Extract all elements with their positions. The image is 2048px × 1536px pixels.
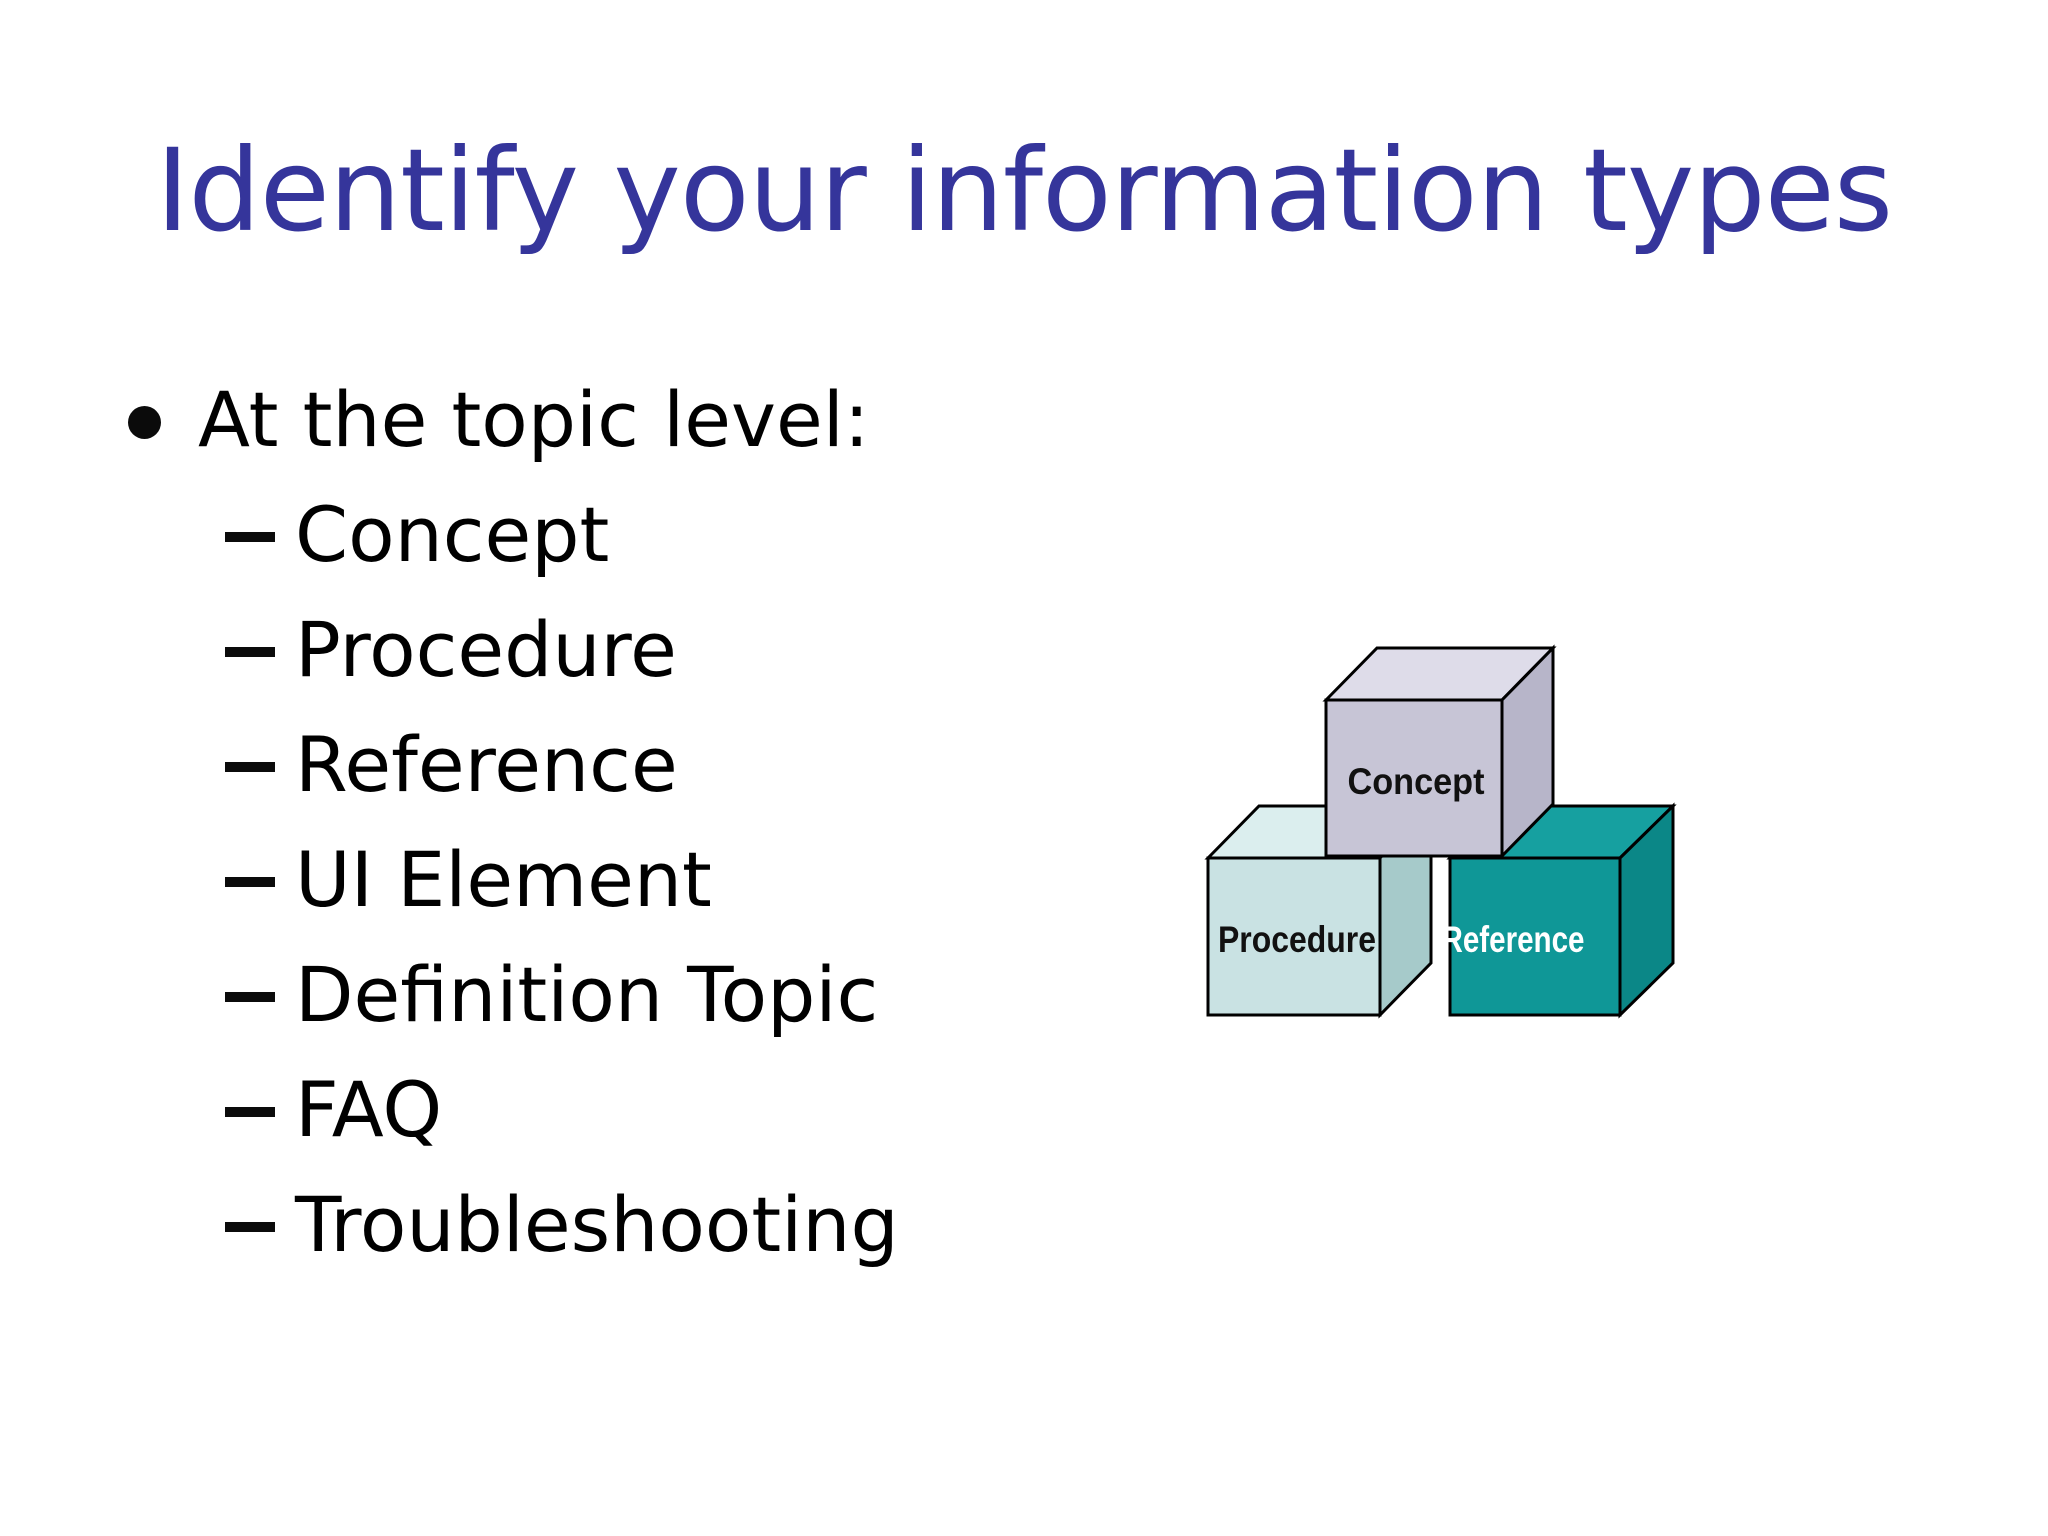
dash-icon: [225, 1222, 275, 1232]
dash-icon: [225, 762, 275, 772]
list-item-text: UI Element: [295, 835, 712, 924]
bullet-list: At the topic level: Concept Procedure Re…: [0, 362, 2048, 1282]
list-item-text: FAQ: [295, 1065, 443, 1154]
list-item: Reference: [0, 707, 2048, 822]
bullet-lead-line: At the topic level:: [0, 362, 2048, 477]
slide-title: Identify your information types: [155, 124, 1893, 257]
procedure-cube: Procedure: [1204, 802, 1435, 1019]
list-item-text: Procedure: [295, 605, 677, 694]
list-item-text: Definition Topic: [295, 950, 879, 1039]
list-item: Procedure: [0, 592, 2048, 707]
procedure-cube-front-face: [1206, 856, 1382, 1017]
list-item: FAQ: [0, 1052, 2048, 1167]
dash-icon: [225, 992, 275, 1002]
list-item-text: Reference: [295, 720, 678, 809]
concept-cube-label: Concept: [1348, 761, 1485, 802]
dash-icon: [225, 877, 275, 887]
reference-cube-front-face: [1448, 856, 1622, 1017]
list-item: Concept: [0, 477, 2048, 592]
bullet-dot-icon: [128, 406, 161, 439]
list-item-text: Troubleshooting: [295, 1180, 899, 1269]
dash-icon: [225, 647, 275, 657]
concept-cube-front-face: [1324, 698, 1504, 858]
list-item: UI Element: [0, 822, 2048, 937]
procedure-cube-label: Procedure: [1218, 919, 1376, 960]
bullet-lead-text: At the topic level:: [198, 375, 870, 464]
concept-cube: Concept: [1322, 644, 1557, 860]
reference-cube-label: Reference: [1442, 919, 1585, 960]
list-item: Definition Topic: [0, 937, 2048, 1052]
list-item-text: Concept: [295, 490, 610, 579]
list-item: Troubleshooting: [0, 1167, 2048, 1282]
dash-icon: [225, 1107, 275, 1117]
dash-icon: [225, 532, 275, 542]
